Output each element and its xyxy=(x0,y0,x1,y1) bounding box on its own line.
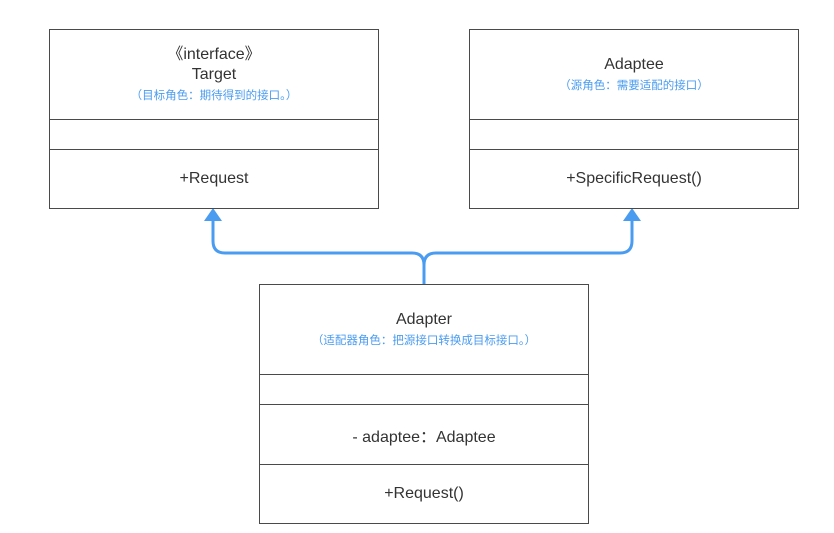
arrowhead-adaptee xyxy=(623,208,641,221)
adapter-attribute: - adaptee：Adaptee xyxy=(352,428,496,446)
adapter-methods: +Request() xyxy=(260,465,588,523)
class-adapter[interactable]: Adapter （适配器角色：把源接口转换成目标接口。） - adaptee：A… xyxy=(259,284,589,524)
adaptee-role-note: （源角色：需要适配的接口） xyxy=(559,80,709,92)
adaptee-methods: +SpecificRequest() xyxy=(470,150,798,208)
adaptee-header: Adaptee （源角色：需要适配的接口） xyxy=(470,30,798,120)
adaptee-class-name: Adaptee xyxy=(604,56,664,73)
target-attributes xyxy=(50,120,378,150)
target-role-note: （目标角色：期待得到的接口。） xyxy=(130,90,298,102)
adaptee-attributes xyxy=(470,120,798,150)
adapter-method: +Request() xyxy=(384,485,464,502)
adaptee-method: +SpecificRequest() xyxy=(566,170,702,187)
class-adaptee[interactable]: Adaptee （源角色：需要适配的接口） +SpecificRequest() xyxy=(469,29,799,209)
connector-adapter-to-target xyxy=(211,220,426,285)
target-header: 《interface》 Target （目标角色：期待得到的接口。） xyxy=(50,30,378,120)
target-methods: +Request xyxy=(50,150,378,208)
arrowhead-target xyxy=(204,208,222,221)
connector-adapter-to-adaptee xyxy=(422,220,634,266)
adapter-role-note: （适配器角色：把源接口转换成目标接口。） xyxy=(311,335,537,347)
adapter-spacer xyxy=(260,375,588,405)
class-target[interactable]: 《interface》 Target （目标角色：期待得到的接口。） +Requ… xyxy=(49,29,379,209)
target-class-name: Target xyxy=(191,66,237,83)
adapter-header: Adapter （适配器角色：把源接口转换成目标接口。） xyxy=(260,285,588,375)
target-method: +Request xyxy=(179,170,249,187)
adapter-class-name: Adapter xyxy=(395,311,453,328)
adapter-attributes: - adaptee：Adaptee xyxy=(260,405,588,465)
target-stereotype: 《interface》 xyxy=(167,46,261,63)
